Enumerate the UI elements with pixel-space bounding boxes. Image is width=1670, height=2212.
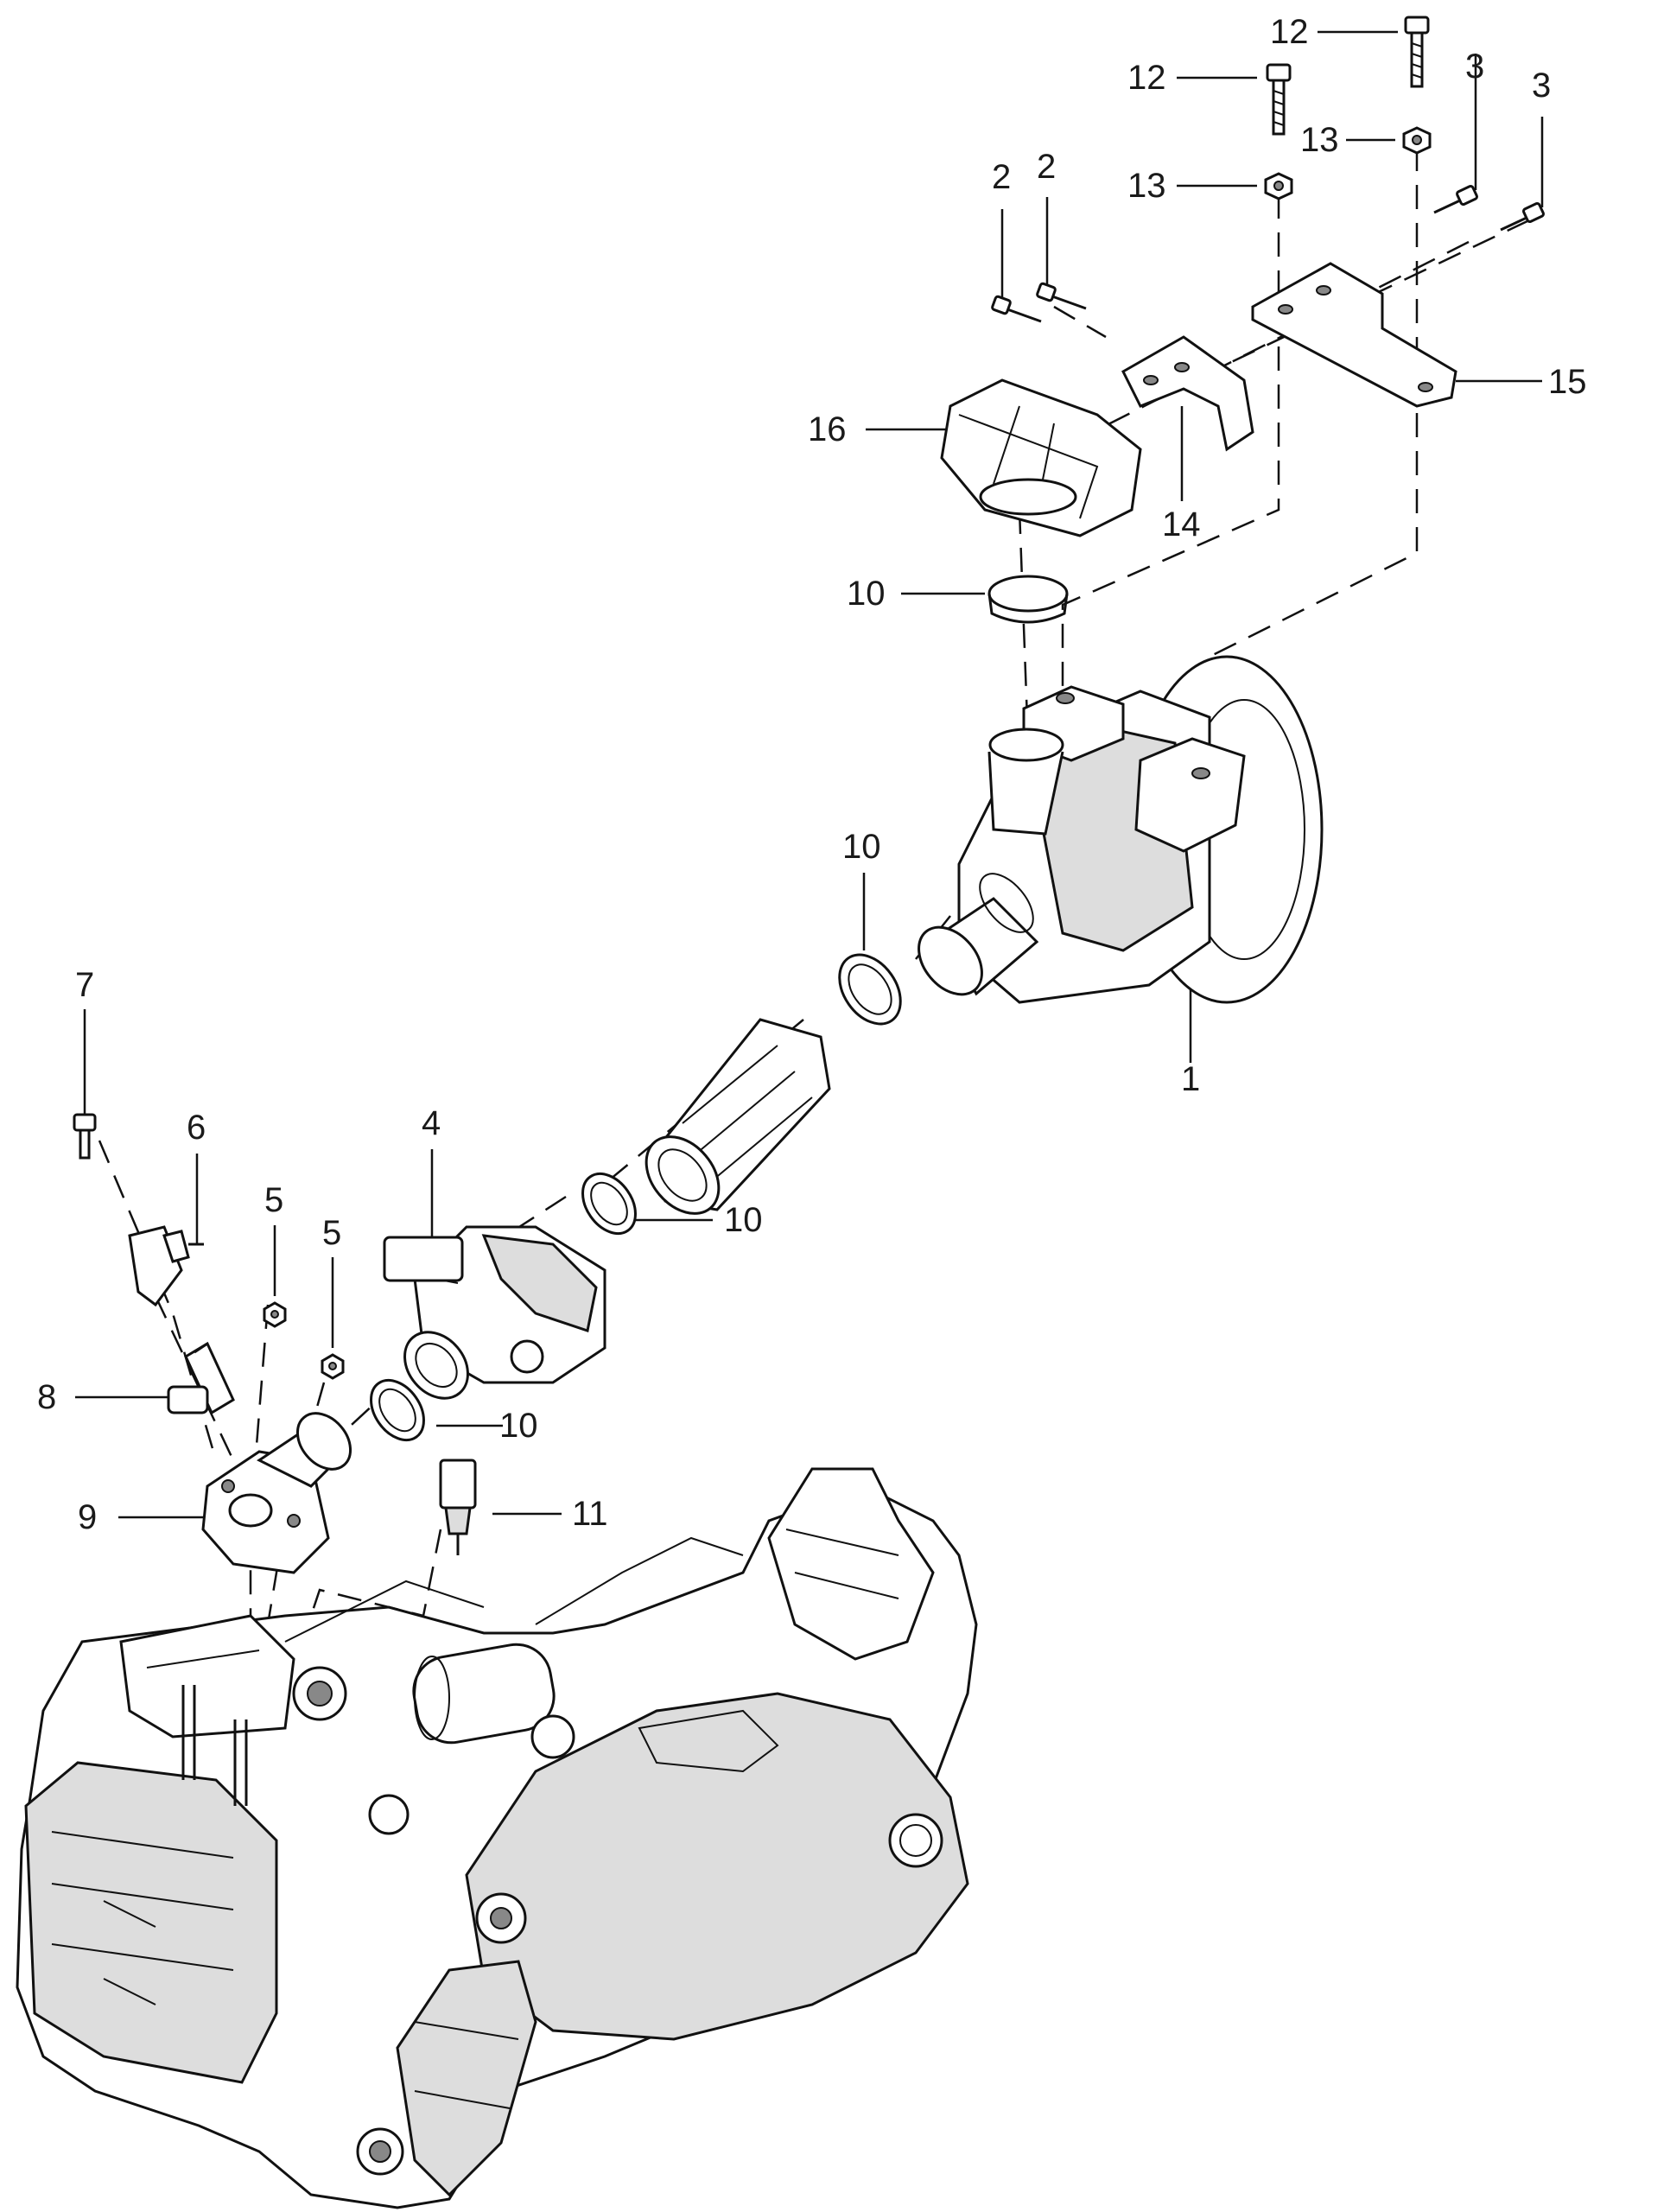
label-15: 15 [1548,363,1587,401]
label-12-b: 12 [1127,59,1166,97]
hose-clamps [370,575,1069,1442]
screw-2-right [1036,282,1087,310]
label-10-b: 10 [842,828,881,866]
throttle-body [383,1225,606,1400]
engine-assembly [16,1467,978,2209]
label-3-b: 3 [1532,67,1551,105]
bolt-12-left [1266,63,1292,136]
washer-13-left [1264,172,1293,200]
label-14: 14 [1162,505,1201,543]
clamp-upper [987,575,1069,624]
clamp-middle [838,953,902,1026]
label-2-a: 2 [992,158,1011,196]
fasteners [73,16,1545,1380]
label-13-b: 13 [1127,167,1166,205]
label-1: 1 [1181,1060,1200,1098]
callout-leader-lines [75,30,1544,1519]
nut-5-left [263,1301,287,1328]
clamp-lower-left [370,1378,425,1442]
label-3-a: 3 [1465,48,1484,86]
label-6: 6 [187,1109,206,1147]
label-10-a: 10 [847,575,886,613]
callout-labels: 12 12 3 3 13 13 2 2 15 16 14 10 10 1 7 6… [37,13,1587,1536]
label-7: 7 [75,966,94,1004]
label-12-a: 12 [1270,13,1309,51]
fuel-injector [167,1341,235,1415]
label-16: 16 [808,410,847,448]
intake-bellows-tube [645,1018,831,1215]
label-5-b: 5 [322,1214,341,1252]
mounting-bracket-14 [1121,335,1254,452]
air-cleaner-housing [918,655,1324,1004]
label-10-d: 10 [499,1407,538,1445]
screw-7 [73,1113,97,1160]
mounting-bracket-15 [1251,262,1457,408]
screw-2-left [991,295,1042,323]
label-4: 4 [422,1104,441,1142]
washer-13-right [1402,126,1432,155]
intake-snorkel [940,378,1142,537]
label-8: 8 [37,1378,56,1416]
label-11: 11 [572,1495,608,1533]
label-13-a: 13 [1300,121,1339,159]
injector-holder [128,1225,204,1307]
bolt-12-right [1404,16,1430,88]
temperature-sensor [439,1459,477,1555]
screw-3-lower [1500,202,1545,232]
label-9: 9 [78,1498,97,1536]
intake-manifold [201,1412,352,1574]
screw-3-upper [1433,185,1478,214]
label-10-c: 10 [724,1201,763,1239]
label-5-a: 5 [264,1181,283,1219]
nut-5-right [321,1353,345,1380]
label-2-b: 2 [1037,148,1056,186]
clamp-lower-right [581,1172,637,1236]
